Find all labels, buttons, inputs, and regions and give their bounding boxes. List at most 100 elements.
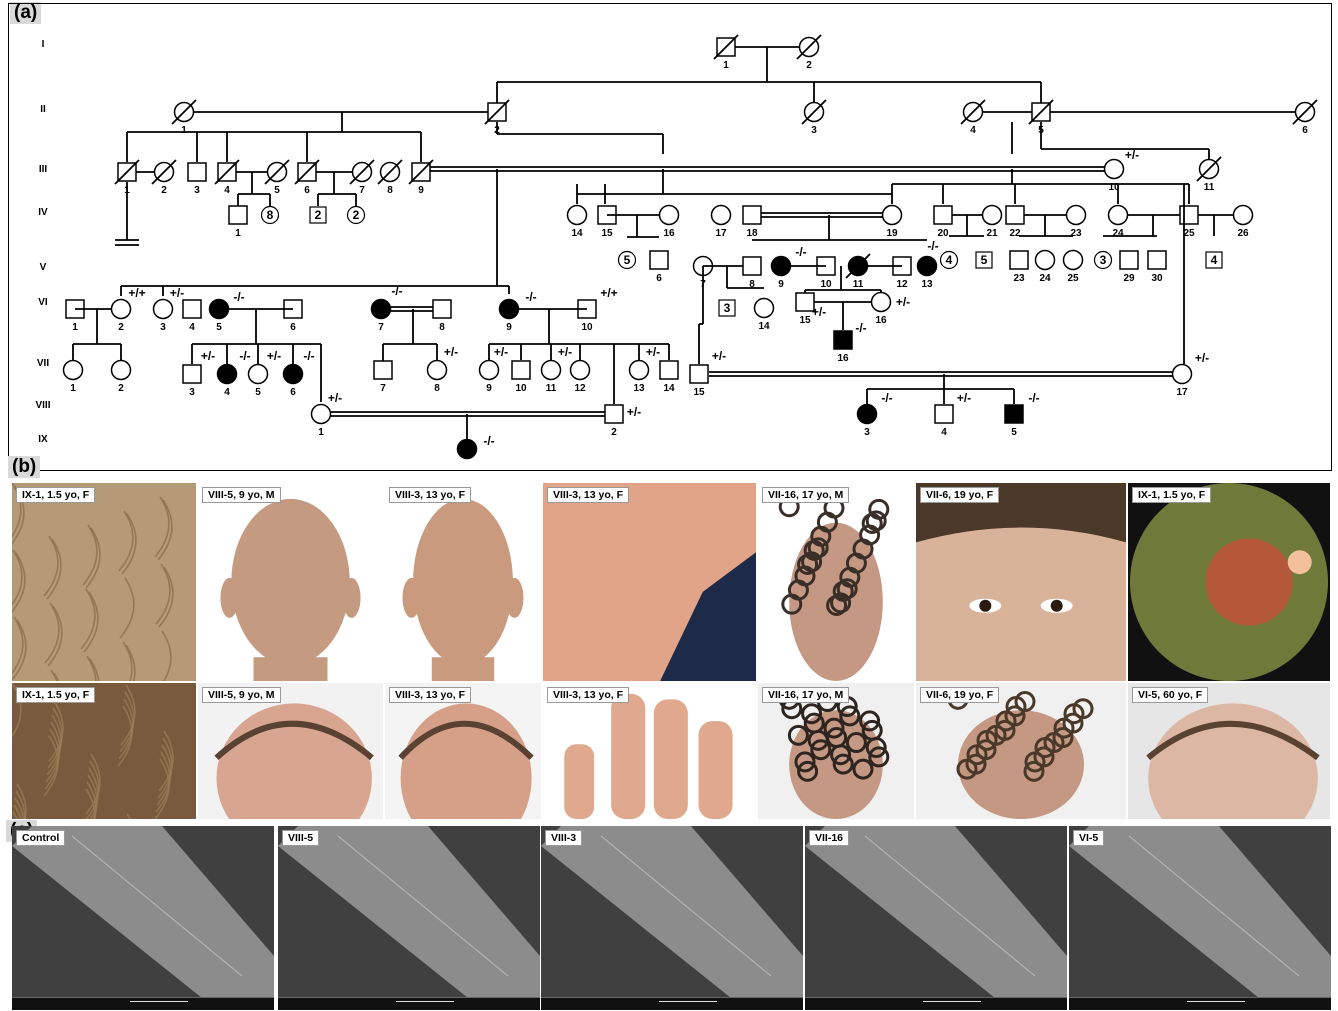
female-symbol (154, 300, 173, 319)
group-count: 5 (981, 253, 988, 267)
individual-number: 1 (318, 427, 324, 438)
individual-number: 10 (581, 322, 593, 333)
head-side-photo (198, 683, 383, 819)
individual-number: 9 (778, 279, 784, 290)
individual-number: 10 (820, 279, 832, 290)
individual-number: 6 (290, 387, 296, 398)
curly-hair-photo (758, 683, 914, 819)
individual-number: 24 (1039, 273, 1051, 284)
female-symbol (112, 300, 131, 319)
genotype-label: +/- (712, 349, 726, 363)
individual-number: 2 (118, 383, 124, 394)
genotype-label: +/- (444, 345, 458, 359)
head-side-photo (1128, 683, 1330, 819)
individual-number: 8 (387, 185, 393, 196)
individual-number: 4 (970, 125, 976, 136)
male-symbol (650, 251, 668, 269)
genotype-label: +/- (558, 345, 572, 359)
generation-label: IV (38, 207, 48, 218)
sem-hair-image: VI-5 (1069, 826, 1331, 1010)
individual-number: 14 (571, 228, 583, 239)
female-symbol (64, 361, 83, 380)
individual-number: 20 (937, 228, 949, 239)
male-symbol (1006, 206, 1024, 224)
pedigree-svg: IIIIIIIVVVIVIIVIIIIX12123456123456789182… (9, 4, 1331, 470)
individual-number: 18 (746, 228, 758, 239)
female-symbol (372, 300, 391, 319)
individual-number: 29 (1123, 273, 1135, 284)
individual-number: 10 (515, 383, 527, 394)
male-symbol (1180, 206, 1198, 224)
individual-number: 7 (378, 322, 384, 333)
group-count: 4 (1211, 253, 1218, 267)
female-symbol (883, 206, 902, 225)
individual-number: 1 (70, 383, 76, 394)
clinical-photo: VII-6, 19 yo, F (916, 483, 1126, 681)
group-count: 3 (1100, 253, 1107, 267)
individual-number: 23 (1013, 273, 1025, 284)
clinical-photo: VIII-3, 13 yo, F (385, 483, 541, 681)
individual-number: 8 (434, 383, 440, 394)
head-side-photo (385, 683, 541, 819)
female-symbol (755, 299, 774, 318)
individual-number: 17 (1176, 387, 1188, 398)
individual-number: 4 (224, 185, 230, 196)
head-photo (198, 483, 383, 681)
female-symbol (218, 365, 237, 384)
individual-number: 5 (274, 185, 280, 196)
sem-caption: Control (16, 830, 65, 846)
hand-photo (543, 683, 756, 819)
genotype-label: +/- (170, 286, 184, 300)
female-symbol (542, 361, 561, 380)
panel-label-b: (b) (8, 456, 40, 478)
clinical-photo: VIII-3, 13 yo, F (543, 683, 756, 819)
individual-number: 7 (380, 383, 386, 394)
clinical-photo: IX-1, 1.5 yo, F (12, 683, 196, 819)
genotype-label: -/- (391, 284, 402, 298)
individual-number: 13 (921, 279, 933, 290)
individual-number: 15 (799, 315, 811, 326)
sem-caption: VIII-3 (545, 830, 582, 846)
curly-hair-photo (916, 683, 1126, 819)
individual-number: 8 (439, 322, 445, 333)
genotype-label: +/- (328, 391, 342, 405)
individual-number: 4 (189, 322, 195, 333)
individual-number: 26 (1237, 228, 1249, 239)
individual-number: 6 (1302, 125, 1308, 136)
hair-texture (12, 483, 196, 681)
individual-number: 13 (633, 383, 645, 394)
genotype-label: +/- (267, 349, 281, 363)
female-symbol (571, 361, 590, 380)
photo-caption: VII-16, 17 yo, M (762, 487, 849, 503)
male-symbol (1010, 251, 1028, 269)
male-symbol (512, 361, 530, 379)
individual-number: 30 (1151, 273, 1163, 284)
head-photo (385, 483, 541, 681)
genotype-label: -/- (1028, 391, 1039, 405)
male-symbol (1005, 405, 1023, 423)
male-symbol (433, 300, 451, 318)
photo-caption: VIII-3, 13 yo, F (389, 487, 471, 503)
group-count: 2 (315, 208, 322, 222)
individual-number: 5 (216, 322, 222, 333)
female-symbol (480, 361, 499, 380)
generation-label: VI (38, 297, 48, 308)
individual-number: 6 (290, 322, 296, 333)
genotype-label: +/- (1125, 148, 1139, 162)
scale-bar (130, 1001, 188, 1002)
individual-number: 1 (72, 322, 78, 333)
clinical-photo: VI-5, 60 yo, F (1128, 683, 1330, 819)
female-symbol (1109, 206, 1128, 225)
genotype-label: -/- (881, 391, 892, 405)
group-count: 8 (267, 208, 274, 222)
sem-info-bar (12, 997, 274, 1010)
sem-caption: VIII-5 (282, 830, 319, 846)
clinical-photo: VIII-3, 13 yo, F (543, 483, 756, 681)
female-symbol (249, 365, 268, 384)
individual-number: 3 (189, 387, 195, 398)
photo-caption: VIII-3, 13 yo, F (547, 487, 629, 503)
male-symbol (934, 206, 952, 224)
generation-label: VIII (35, 400, 50, 411)
genotype-label: +/+ (128, 286, 145, 300)
generation-label: VII (37, 358, 49, 369)
